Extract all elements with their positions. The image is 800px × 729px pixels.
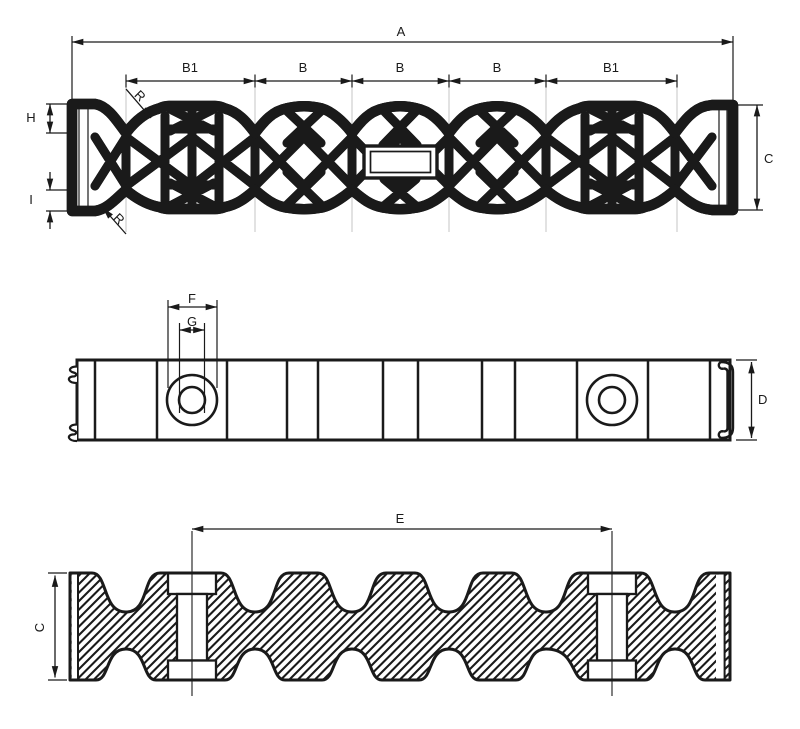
dim-B1-right-label: B1: [603, 60, 619, 75]
body-outline: [66, 98, 739, 217]
dim-C-front-label: C: [764, 151, 773, 166]
dim-F-label: F: [188, 291, 196, 306]
bolt-pocket-right: [586, 531, 638, 696]
dim-B-3-label: B: [493, 60, 502, 75]
dim-D: D: [736, 359, 767, 441]
interlock-notch-top: [67, 365, 78, 385]
dim-I: I: [29, 172, 69, 229]
end-strip-right: [716, 573, 726, 680]
dim-B1-left-label: B1: [182, 60, 198, 75]
dim-E-label: E: [396, 511, 405, 526]
dim-B-2-label: B: [396, 60, 405, 75]
dim-D-label: D: [758, 392, 767, 407]
end-strip-left: [71, 573, 79, 680]
dim-A-label: A: [397, 24, 406, 39]
radius-top-label: R: [132, 87, 149, 104]
dim-pitch-row: B1 B B B B1: [125, 60, 678, 88]
nameplate: [362, 144, 439, 180]
dim-B-1-label: B: [299, 60, 308, 75]
boss-right: [585, 373, 639, 427]
dim-I-label: I: [29, 192, 33, 207]
plan-body: [75, 358, 732, 442]
end-plates: [78, 106, 728, 209]
front-view: A B1 B B B B1 H I: [26, 24, 773, 235]
clip-bracket: [717, 360, 735, 440]
interlock-notch-bottom: [67, 423, 78, 443]
plan-dividers: [93, 361, 712, 439]
bolt-pocket-left: [166, 531, 218, 696]
dim-H: H: [26, 103, 69, 134]
dim-A: A: [71, 24, 734, 102]
dim-C-front: C: [737, 104, 773, 211]
section-view: E C: [32, 511, 732, 696]
dim-C-section-label: C: [32, 623, 47, 632]
section-body: [68, 571, 732, 682]
plan-view: F G D: [67, 291, 767, 443]
radius-bottom-label: R: [111, 210, 128, 227]
dim-C-section: C: [32, 572, 67, 681]
dim-F: F: [167, 291, 218, 388]
dim-G: G: [178, 314, 206, 413]
dim-G-label: G: [187, 314, 197, 329]
dim-H-label: H: [26, 110, 35, 125]
dim-E: E: [191, 511, 613, 533]
